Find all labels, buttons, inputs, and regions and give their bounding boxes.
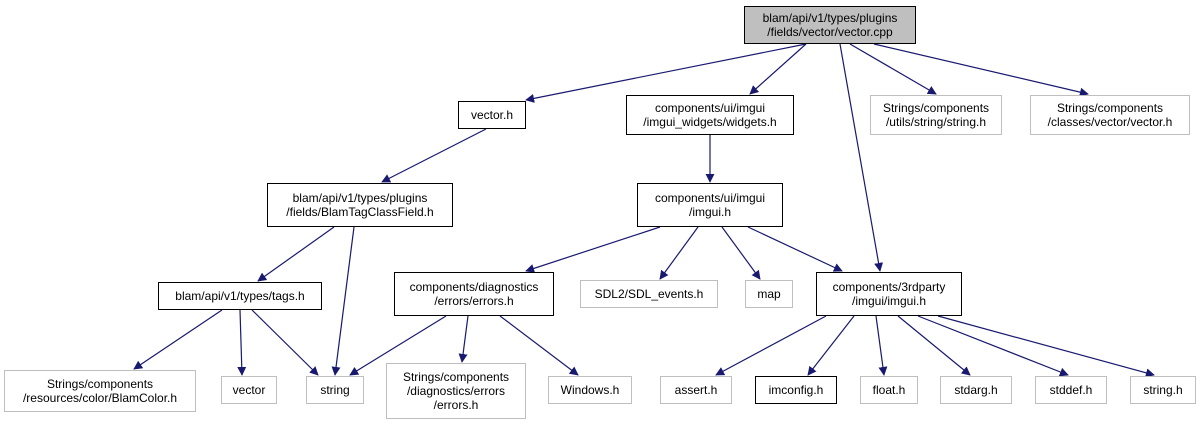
- node-string: string: [306, 376, 364, 404]
- node-string-utils-h: Strings/components/utils/string/string.h: [870, 95, 1002, 135]
- node-imgui-3rdparty-h[interactable]: components/3rdparty/imgui/imgui.h: [816, 272, 962, 316]
- node-imgui-ui-h[interactable]: components/ui/imgui/imgui.h: [637, 183, 783, 227]
- node-label-line: Strings/components: [882, 101, 990, 115]
- edge-imgui-ui-h-to-errors-h: [525, 226, 661, 273]
- node-sdl-events-h: SDL2/SDL_events.h: [580, 280, 718, 308]
- edge-errors-h-to-errors-strings-h: [458, 315, 469, 363]
- edge-imgui-ui-h-to-sdl-events-h: [659, 226, 699, 280]
- node-label-line: Windows.h: [560, 383, 620, 397]
- node-float-h: float.h: [860, 376, 918, 404]
- edge-errors-h-to-string: [349, 315, 447, 376]
- node-label-line: blam/api/v1/types/plugins: [292, 191, 428, 205]
- edge-root-to-imgui-3rdparty-h: [839, 43, 884, 272]
- node-label-line: components/diagnostics: [409, 280, 539, 294]
- node-errors-strings-h: Strings/components/diagnostics/errors/er…: [386, 363, 526, 419]
- node-stdarg-h: stdarg.h: [940, 376, 1012, 404]
- node-blamcolor-h: Strings/components/resources/color/BlamC…: [4, 370, 196, 412]
- edge-imgui-3rdparty-h-to-float-h: [875, 315, 888, 376]
- node-label-line: /diagnostics/errors: [406, 384, 506, 398]
- node-label-line: Strings/components: [402, 370, 510, 384]
- node-label-line: /utils/string/string.h: [885, 115, 987, 129]
- edge-errors-h-to-windows-h: [499, 315, 579, 376]
- node-map: map: [745, 280, 793, 308]
- node-stddef-h: stddef.h: [1035, 376, 1107, 404]
- node-label-line: string.h: [1143, 383, 1183, 397]
- node-label-line: /fields/vector/vector.cpp: [767, 25, 893, 39]
- node-label-line: imconfig.h: [768, 383, 824, 397]
- edge-root-to-vector-h: [525, 43, 807, 103]
- edge-blamtagclassfield-h-to-string: [331, 226, 355, 376]
- node-label-line: string: [320, 383, 350, 397]
- edge-tags-h-to-blamcolor-h: [133, 309, 223, 370]
- edge-imgui-3rdparty-h-to-imconfig-h: [807, 315, 855, 376]
- node-label-line: vector: [232, 383, 266, 397]
- node-label-line: /fields/BlamTagClassField.h: [286, 205, 434, 219]
- node-label-line: components/ui/imgui: [654, 191, 766, 205]
- edges: [133, 43, 1155, 378]
- edge-root-to-vector-classes-h: [873, 43, 1089, 97]
- node-label-line: SDL2/SDL_events.h: [594, 287, 704, 301]
- node-vector-h[interactable]: vector.h: [458, 101, 526, 129]
- node-label-line: /errors.h: [433, 398, 479, 412]
- edge-root-to-string-utils-h: [849, 43, 937, 95]
- edge-vector-h-to-blamtagclassfield-h: [381, 128, 487, 183]
- edge-imgui-3rdparty-h-to-stdarg-h: [897, 315, 971, 376]
- node-label-line: map: [757, 287, 781, 301]
- node-errors-h[interactable]: components/diagnostics/errors/errors.h: [394, 272, 554, 316]
- node-label-line: components/ui/imgui: [654, 101, 766, 115]
- edge-root-to-widgets-h: [749, 43, 807, 95]
- node-label-line: /imgui/imgui.h: [851, 294, 927, 308]
- node-label-line: blam/api/v1/types/plugins: [762, 11, 898, 25]
- edge-imgui-ui-h-to-imgui-3rdparty-h: [747, 226, 843, 272]
- node-assert-h: assert.h: [660, 376, 732, 404]
- edge-tags-h-to-string: [251, 309, 319, 376]
- node-windows-h: Windows.h: [548, 376, 632, 404]
- node-blamtagclassfield-h[interactable]: blam/api/v1/types/plugins/fields/BlamTag…: [267, 183, 453, 227]
- edge-imgui-3rdparty-h-to-stddef-h: [917, 315, 1069, 377]
- node-label-line: Strings/components: [1056, 101, 1164, 115]
- node-root[interactable]: blam/api/v1/types/plugins/fields/vector/…: [744, 6, 916, 44]
- node-label-line: blam/api/v1/types/tags.h: [175, 289, 305, 303]
- edge-imgui-3rdparty-h-to-string-h: [937, 315, 1155, 378]
- node-label-line: assert.h: [674, 383, 718, 397]
- node-imconfig-h[interactable]: imconfig.h: [755, 376, 837, 404]
- node-label-line: vector.h: [470, 108, 514, 122]
- node-label-line: /resources/color/BlamColor.h: [22, 391, 178, 405]
- node-string-h: string.h: [1130, 376, 1196, 404]
- node-vector: vector: [221, 376, 277, 404]
- node-label-line: stdarg.h: [954, 383, 998, 397]
- node-label-line: float.h: [872, 383, 906, 397]
- node-label-line: /imgui_widgets/widgets.h: [643, 115, 777, 129]
- node-label-line: stddef.h: [1049, 383, 1093, 397]
- node-label-line: /classes/vector/vector.h: [1047, 115, 1173, 129]
- node-widgets-h[interactable]: components/ui/imgui/imgui_widgets/widget…: [626, 95, 794, 135]
- edge-blamtagclassfield-h-to-tags-h: [257, 226, 335, 282]
- node-label-line: /imgui.h: [688, 205, 732, 219]
- node-label-line: components/3rdparty: [832, 280, 946, 294]
- node-vector-classes-h: Strings/components/classes/vector/vector…: [1030, 95, 1190, 135]
- edge-tags-h-to-vector: [237, 309, 247, 376]
- node-tags-h[interactable]: blam/api/v1/types/tags.h: [158, 282, 322, 310]
- node-label-line: /errors/errors.h: [434, 294, 514, 308]
- node-label-line: Strings/components: [46, 377, 154, 391]
- edge-imgui-3rdparty-h-to-assert-h: [715, 315, 827, 376]
- edge-imgui-ui-h-to-map: [721, 226, 761, 280]
